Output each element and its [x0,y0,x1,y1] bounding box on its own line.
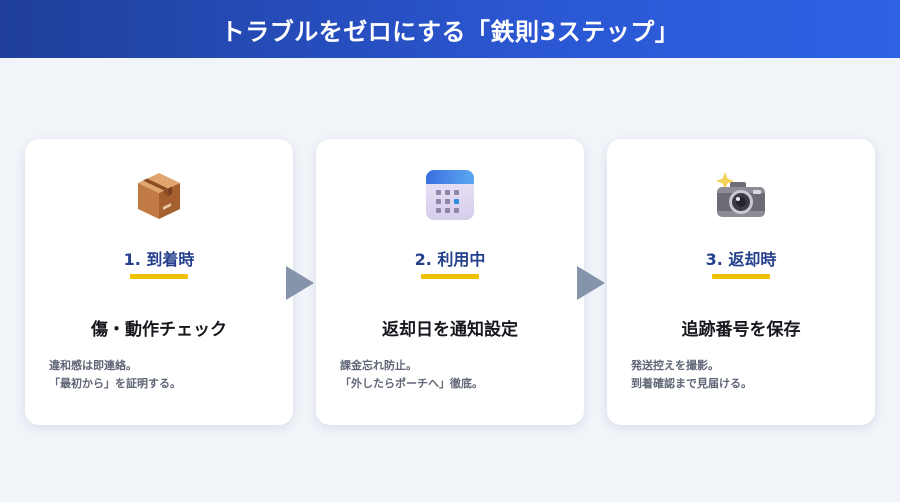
step-heading: 追跡番号を保存 [681,320,801,340]
description-line: 「最初から」を証明する。 [49,377,181,390]
step-label: 1. 到着時 [123,250,195,269]
step-heading: 返却日を通知設定 [382,320,518,340]
package-box-icon [25,167,293,223]
step-heading: 傷・動作チェック [91,320,227,340]
description-line: 課金忘れ防止。 [340,359,417,372]
description-line: 違和感は即連絡。 [49,359,137,372]
camera-flash-icon [607,167,875,223]
step-description: 課金忘れ防止。 「外したらポーチへ」徹底。 [340,357,565,393]
step-label: 3. 返却時 [705,250,777,269]
step-description: 違和感は即連絡。 「最初から」を証明する。 [49,357,274,393]
next-arrow-icon [286,266,314,300]
step-card-return: 3. 返却時 追跡番号を保存 発送控えを撮影。 到着確認まで見届ける。 [607,139,875,425]
next-arrow-icon [577,266,605,300]
description-line: 「外したらポーチへ」徹底。 [340,377,483,390]
calendar-icon [316,167,584,223]
description-line: 到着確認まで見届ける。 [631,377,752,390]
step-card-arrival: 1. 到着時 傷・動作チェック 違和感は即連絡。 「最初から」を証明する。 [25,139,293,425]
label-underline [712,274,770,279]
step-label: 2. 利用中 [414,250,486,269]
header-banner: トラブルをゼロにする「鉄則3ステップ」 [0,0,900,58]
step-card-in-use: 2. 利用中 返却日を通知設定 課金忘れ防止。 「外したらポーチへ」徹底。 [316,139,584,425]
step-description: 発送控えを撮影。 到着確認まで見届ける。 [631,357,856,393]
label-underline [421,274,479,279]
description-line: 発送控えを撮影。 [631,359,719,372]
label-underline [130,274,188,279]
page-title: トラブルをゼロにする「鉄則3ステップ」 [220,17,680,46]
